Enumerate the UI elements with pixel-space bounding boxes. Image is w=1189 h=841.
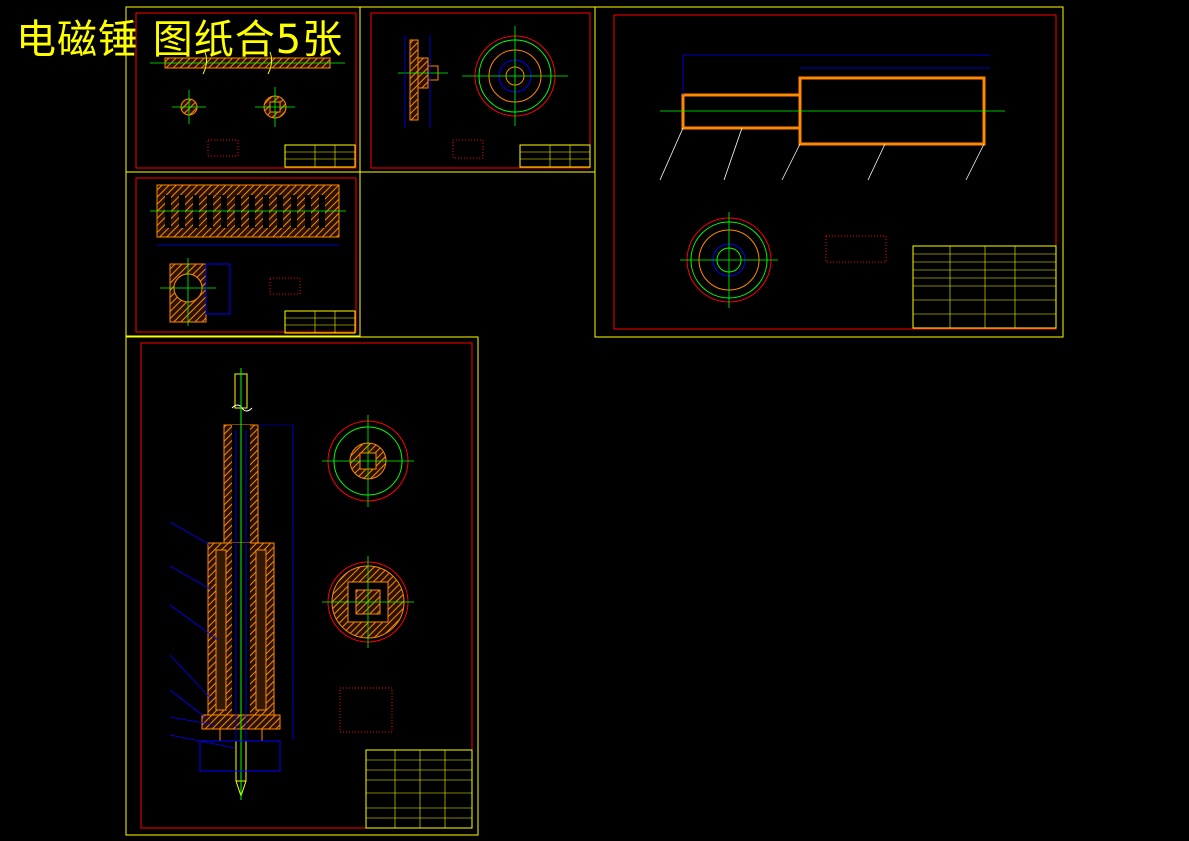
sheet-2-flange[interactable] bbox=[359, 6, 596, 173]
sheet-4-sleeve[interactable] bbox=[594, 6, 1064, 338]
collection-title: 电磁锤 图纸合5张 bbox=[16, 17, 344, 63]
sheet-5-assembly[interactable] bbox=[125, 336, 479, 836]
sheet-1-part[interactable] bbox=[125, 6, 361, 173]
sheet-3-coil-bobbin[interactable] bbox=[125, 171, 361, 337]
